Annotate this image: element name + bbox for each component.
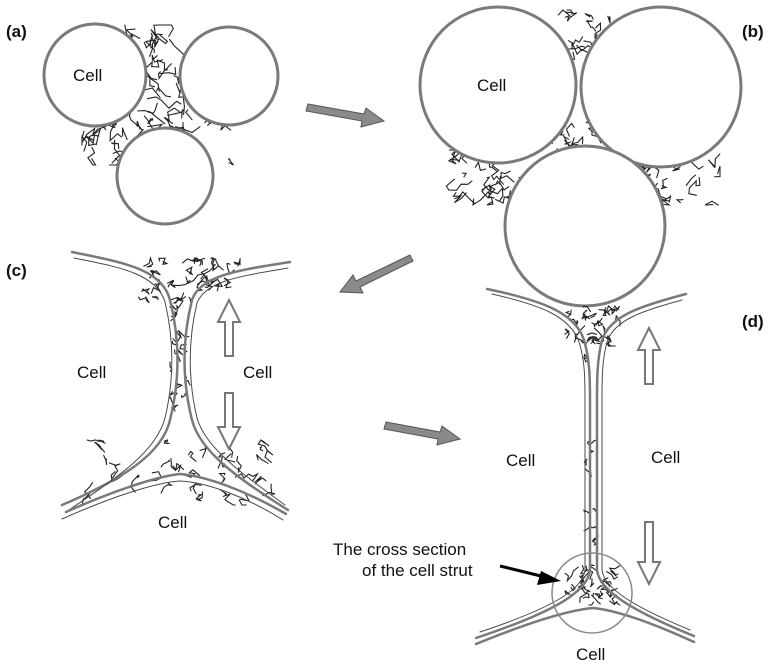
fiber-strand bbox=[708, 154, 720, 167]
fiber-strand bbox=[588, 313, 597, 317]
flow-arrow-c-to-d bbox=[384, 422, 460, 445]
fiber-strand bbox=[147, 97, 180, 108]
panel-d: (d) Cell Cell Cell The cross section of … bbox=[333, 289, 764, 664]
cell-d-left-label: Cell bbox=[506, 451, 535, 470]
cell-c-right-label: Cell bbox=[243, 363, 272, 382]
fiber-strand bbox=[594, 321, 602, 326]
fiber-strand bbox=[260, 447, 263, 451]
fiber-strand bbox=[186, 267, 192, 274]
fiber-strand bbox=[161, 460, 169, 467]
fiber-strand bbox=[715, 166, 720, 177]
fiber-strand bbox=[159, 258, 167, 264]
fiber-strand bbox=[225, 454, 235, 462]
fiber-strand bbox=[565, 567, 578, 581]
fiber-strand bbox=[501, 171, 514, 182]
fiber-strand bbox=[197, 492, 203, 501]
fiber-strand bbox=[228, 159, 233, 165]
fiber-strand bbox=[165, 440, 169, 443]
fiber-strand bbox=[462, 173, 466, 177]
fiber-strand bbox=[163, 25, 174, 36]
annotation-line-1: The cross section bbox=[333, 540, 466, 559]
fiber-strand bbox=[473, 192, 489, 205]
fiber-strand bbox=[705, 201, 718, 205]
fiber-strand bbox=[182, 393, 186, 397]
fiber-strand bbox=[587, 21, 596, 31]
fiber-strand bbox=[186, 110, 192, 120]
fiber-strand bbox=[677, 199, 683, 202]
panel-b: (b) Cell bbox=[420, 7, 764, 306]
cell-c-left-label: Cell bbox=[77, 363, 106, 382]
fiber-strand bbox=[151, 60, 167, 70]
fiber-strand bbox=[255, 476, 266, 484]
fiber-network-d bbox=[565, 306, 620, 605]
fiber-strand bbox=[455, 192, 475, 204]
fiber-strand bbox=[585, 14, 593, 20]
fiber-strand bbox=[587, 333, 597, 335]
cell-b-top-right bbox=[581, 7, 741, 167]
tension-arrow-up-c bbox=[218, 300, 240, 356]
flow-arrow-a-to-b bbox=[306, 104, 384, 127]
fiber-strand bbox=[152, 297, 158, 300]
fiber-strand bbox=[142, 289, 149, 294]
fiber-strand bbox=[144, 258, 153, 267]
fiber-strand bbox=[95, 442, 105, 452]
fiber-strand bbox=[558, 10, 570, 17]
panel-c: (c) Cell Cell Cell bbox=[6, 252, 290, 532]
fiber-strand bbox=[200, 447, 206, 458]
fiber-strand bbox=[161, 483, 171, 493]
panel-d-tag: (d) bbox=[742, 312, 764, 331]
cell-b-label: Cell bbox=[477, 76, 506, 95]
fiber-strand bbox=[566, 123, 574, 136]
fiber-strand bbox=[661, 179, 667, 189]
fiber-strand bbox=[686, 175, 696, 186]
cell-a-bottom bbox=[117, 128, 213, 224]
fiber-strand bbox=[490, 181, 500, 186]
tension-arrow-down-d bbox=[638, 522, 660, 584]
fiber-strand bbox=[608, 16, 610, 23]
tension-arrow-down-c bbox=[218, 393, 240, 449]
fiber-strand bbox=[189, 452, 197, 462]
fiber-strand bbox=[152, 55, 162, 62]
fiber-strand bbox=[475, 163, 485, 171]
fiber-strand bbox=[257, 455, 268, 464]
fiber-strand bbox=[569, 46, 585, 49]
cell-walls-c bbox=[62, 252, 290, 520]
panel-a: (a) Cell bbox=[6, 22, 278, 224]
tension-arrow-up-d bbox=[638, 328, 660, 384]
fiber-strand bbox=[568, 37, 582, 44]
annotation-pointer-arrow bbox=[500, 566, 561, 585]
fiber-strand bbox=[566, 10, 573, 13]
cell-a-top-right bbox=[180, 27, 278, 125]
fiber-strand bbox=[154, 25, 163, 35]
fiber-strand bbox=[88, 147, 96, 165]
fiber-strand bbox=[159, 35, 167, 44]
fiber-strand bbox=[139, 297, 150, 303]
cell-c-bottom-label: Cell bbox=[158, 513, 187, 532]
fiber-strand bbox=[588, 602, 593, 605]
fiber-strand bbox=[138, 111, 165, 124]
fiber-strand bbox=[565, 329, 569, 339]
fiber-strand bbox=[595, 593, 603, 598]
panel-c-tag: (c) bbox=[6, 261, 27, 280]
panel-b-tag: (b) bbox=[742, 22, 764, 41]
cell-b-bottom bbox=[505, 146, 665, 306]
fiber-strand bbox=[223, 494, 235, 505]
fiber-strand bbox=[591, 579, 594, 587]
fiber-strand bbox=[190, 484, 201, 491]
fiber-strand bbox=[123, 128, 128, 140]
cell-a-label: Cell bbox=[73, 66, 102, 85]
flow-arrow-b-to-c bbox=[340, 255, 413, 293]
fiber-strand bbox=[104, 455, 107, 465]
fiber-strand bbox=[565, 13, 576, 21]
fiber-strand bbox=[220, 473, 225, 482]
annotation-line-2: of the cell strut bbox=[362, 561, 473, 580]
fiber-strand bbox=[160, 68, 176, 75]
fiber-strand bbox=[446, 179, 472, 190]
fiber-strand bbox=[581, 566, 585, 575]
panel-a-tag: (a) bbox=[6, 22, 27, 41]
cell-d-bottom-label: Cell bbox=[576, 645, 605, 664]
cell-d-right-label: Cell bbox=[651, 448, 680, 467]
